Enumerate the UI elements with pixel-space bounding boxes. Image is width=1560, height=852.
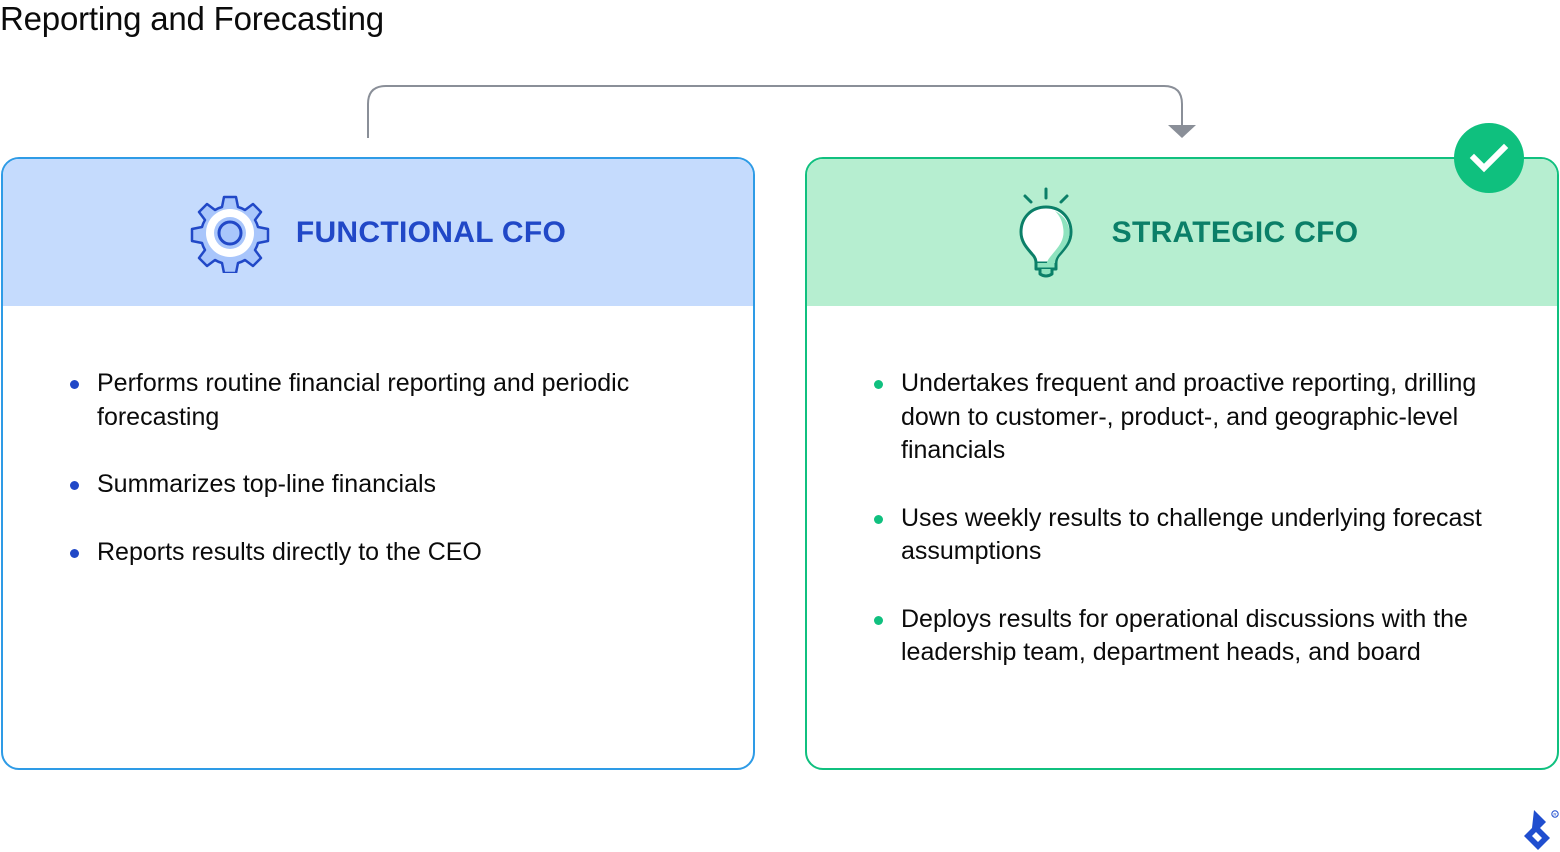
bullet-dot-icon (874, 514, 883, 524)
bullet-item: Reports results directly to the CEO (70, 536, 717, 570)
strategic-cfo-bullets: Undertakes frequent and proactive report… (874, 367, 1521, 704)
bullet-dot-icon (70, 481, 79, 490)
bullet-item: Summarizes top-line financials (70, 468, 717, 502)
functional-cfo-title: FUNCTIONAL CFO (295, 215, 567, 249)
check-badge (1454, 123, 1524, 193)
bullet-dot-icon (70, 548, 79, 558)
bullet-dot-icon (874, 380, 883, 389)
bullet-item: Uses weekly results to challenge underly… (874, 502, 1521, 569)
functional-cfo-bullets: Performs routine financial reporting and… (70, 367, 717, 603)
bullet-item: Deploys results for operational discussi… (874, 603, 1521, 670)
bullet-dot-icon (70, 380, 79, 389)
functional-cfo-card: FUNCTIONAL CFO Performs routine financia… (1, 157, 755, 770)
lightbulb-icon (1006, 187, 1086, 278)
strategic-cfo-title: STRATEGIC CFO (1111, 215, 1359, 249)
page-title: Reporting and Forecasting (0, 0, 384, 37)
strategic-cfo-card: STRATEGIC CFO Undertakes frequent and pr… (805, 157, 1559, 770)
functional-cfo-header: FUNCTIONAL CFO (3, 159, 753, 306)
gear-icon (190, 188, 270, 278)
strategic-cfo-header: STRATEGIC CFO (807, 159, 1557, 306)
checkmark-icon (1469, 143, 1509, 173)
bullet-item: Performs routine financial reporting and… (70, 367, 717, 434)
arrow-down-icon (1168, 125, 1196, 138)
svg-text:R: R (1553, 812, 1557, 817)
bullet-item: Undertakes frequent and proactive report… (874, 367, 1521, 468)
toptal-logo-icon: R (1524, 810, 1559, 850)
bullet-dot-icon (874, 615, 883, 625)
